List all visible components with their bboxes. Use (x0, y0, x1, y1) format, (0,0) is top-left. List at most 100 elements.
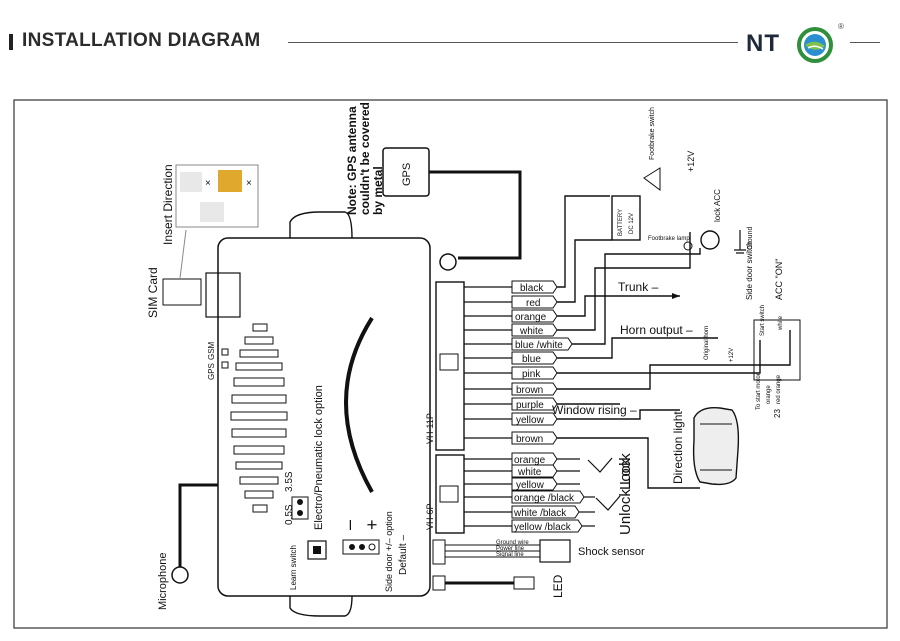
logo-text: NT (746, 30, 780, 57)
signal-line-label: Signal line (496, 552, 524, 558)
wire-label: brown (516, 385, 543, 396)
wires-11p (464, 286, 512, 439)
lock-label: Lock (617, 458, 634, 490)
wire-label: white (517, 467, 542, 478)
car-windshield (700, 423, 732, 471)
gps-note-line1: Note: GPS antenna (345, 106, 359, 215)
side-door-switch-label: Side door switch (745, 241, 754, 300)
wire-label: purple (516, 400, 544, 411)
plus-label: + (362, 519, 382, 530)
start-switch-label: Start switch (760, 305, 766, 336)
wire-label: orange (514, 455, 546, 466)
sim-slot (205, 272, 241, 318)
wires-6p (464, 458, 512, 527)
ignition-lock-icon (700, 230, 720, 250)
microphone-label: Microphone (157, 553, 169, 610)
battery-icon (611, 195, 641, 241)
learn-switch-label: Learn switch (289, 545, 298, 590)
header-divider (288, 42, 738, 43)
white-small-label: white (778, 315, 784, 331)
footbrake-lamp-icon (683, 241, 693, 251)
electro-pneumatic-label: Electro/Pneumatic lock option (313, 385, 325, 530)
insert-direction-box (175, 164, 259, 228)
module-arc (344, 316, 374, 493)
wire-labels-6p: orange white yellow orange /black white … (513, 455, 575, 533)
wire-label: white /black (513, 508, 567, 519)
wire-label: black (520, 283, 544, 294)
sim-card-icon (162, 278, 202, 306)
connector-11p (435, 281, 465, 451)
connector-11p-latch (439, 353, 459, 371)
gsm-led-label: GSM (207, 341, 216, 360)
original-horn-label: Original horn (704, 326, 710, 360)
lock-acc-label: lock ACC (713, 189, 722, 222)
sim-sample-3 (200, 202, 224, 222)
ground-symbol (734, 230, 746, 254)
footbrake-lamp-label: Footbrake lamp (648, 236, 690, 242)
acc-on-label: ACC "ON" (774, 259, 784, 300)
wire-label: yellow (516, 480, 545, 491)
plus12v-small-label: +12V (729, 348, 735, 362)
default-label: Default – (398, 535, 409, 575)
gps-note-line3: by metal (371, 166, 385, 215)
trunk-label: Trunk – (618, 280, 659, 294)
wire-label: orange (515, 312, 547, 323)
logo-registered: ® (838, 22, 844, 31)
wire-label: blue (522, 354, 541, 365)
dc12v-label: DC 12V (629, 213, 635, 234)
window-rising-label: Window rising – (552, 403, 637, 417)
plus12v-label: +12V (686, 151, 696, 172)
start-relay (753, 319, 801, 381)
direction-light-label: Direction light (671, 411, 685, 484)
wire-label: orange /black (514, 493, 575, 504)
gsm-led (221, 361, 229, 369)
microphone-cable (178, 483, 218, 568)
timing-jumper (291, 496, 309, 520)
wire-label-boxes-11p (511, 280, 573, 445)
connector-6p-label: VH-6P (425, 503, 435, 530)
shock-connector (432, 539, 446, 565)
wire-label: white (519, 326, 544, 337)
diagram-frame (13, 99, 888, 629)
wire-label: red (526, 298, 540, 309)
t05s-label: 0.5S (284, 504, 295, 525)
battery-label: BATTERY (618, 209, 624, 236)
gps-connector (439, 253, 457, 271)
wire-label: pink (522, 369, 541, 380)
cross-icon: × (205, 178, 211, 189)
ground-wire-label: Ground wire (496, 540, 529, 546)
brand-logo: NT ® (746, 22, 844, 64)
page-header: INSTALLATION DIAGRAM NT ® (0, 0, 900, 80)
led-icon (513, 576, 535, 590)
gps-note-line2: couldn't be covered (358, 102, 372, 215)
footbrake-switch-label: Footbrake switch (649, 107, 656, 160)
gps-cable (429, 170, 522, 260)
num-23-label: 23 (773, 409, 782, 418)
wire-routes-11p (557, 195, 791, 489)
connector-6p-latch (439, 485, 459, 503)
wire-label-boxes-6p (511, 452, 585, 533)
header-accent-bar (9, 34, 13, 50)
module-vents (230, 323, 288, 513)
t35s-label: 3.5S (284, 471, 295, 492)
footbrake-switch-icon (643, 167, 661, 191)
header-divider-right (850, 42, 880, 43)
horn-output-label: Horn output – (620, 323, 693, 337)
sim-sample-2 (218, 170, 242, 192)
wire-labels-11p: black red orange white blue /white blue … (515, 283, 563, 445)
gps-antenna-label: GPS (401, 163, 413, 186)
sim-card-label: SIM Card (146, 267, 160, 318)
wire-label: blue /white (515, 340, 563, 351)
microphone-icon (171, 566, 189, 584)
led-connector (432, 575, 446, 591)
page-title: INSTALLATION DIAGRAM (22, 30, 261, 51)
side-door-option-label: Side door +/– option (384, 511, 394, 592)
led-label: LED (551, 574, 565, 598)
ground-label: Ground (747, 227, 754, 250)
wire-label: brown (516, 434, 543, 445)
orange-small-label: orange (766, 385, 772, 404)
minus-label: – (339, 520, 359, 530)
insert-pointer (179, 229, 187, 279)
car-icon (692, 407, 740, 486)
